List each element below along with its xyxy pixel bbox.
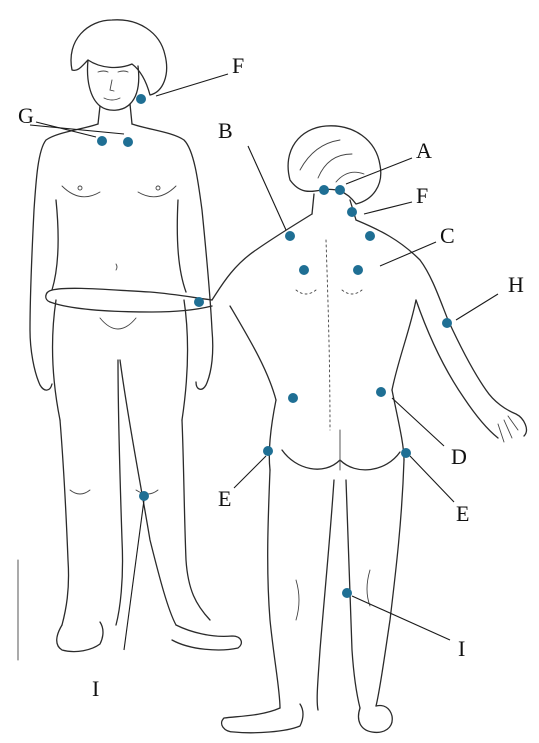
tender-point-f-back [347,207,357,217]
label-d: D [451,444,467,469]
tender-point-i-back [342,588,352,598]
tender-point-c-right-upper [365,231,375,241]
label-f-back: F [416,183,428,208]
rear-figure-left-arm [46,288,212,312]
tender-point-e-right [401,448,411,458]
tender-point-elbow [194,297,204,307]
tender-point-a-left [319,185,329,195]
tender-point-e-left [263,446,273,456]
tender-point-a-right [335,185,345,195]
label-h: H [508,272,524,297]
label-b: B [218,118,233,143]
label-f-front: F [232,53,244,78]
front-figure [18,20,241,660]
tender-point-b [285,231,295,241]
tender-point-i-front [139,491,149,501]
tender-point-d-right [376,387,386,397]
tender-point-h [442,318,452,328]
tender-points [97,94,452,598]
label-g: G [18,103,34,128]
tender-point-d-left [288,393,298,403]
label-i-back: I [458,636,465,661]
label-a: A [416,138,432,163]
tender-point-f-front [136,94,146,104]
tender-point-c-right [353,265,363,275]
label-e-right: E [456,501,469,526]
tender-point-g-right [123,137,133,147]
label-i-front: I [92,676,99,701]
tender-point-g-left [97,136,107,146]
label-c: C [440,223,455,248]
back-figure [212,126,526,733]
point-labels: F G B A F C H D E E I I [18,53,524,701]
label-e-left: E [218,486,231,511]
tender-point-c-left [299,265,309,275]
